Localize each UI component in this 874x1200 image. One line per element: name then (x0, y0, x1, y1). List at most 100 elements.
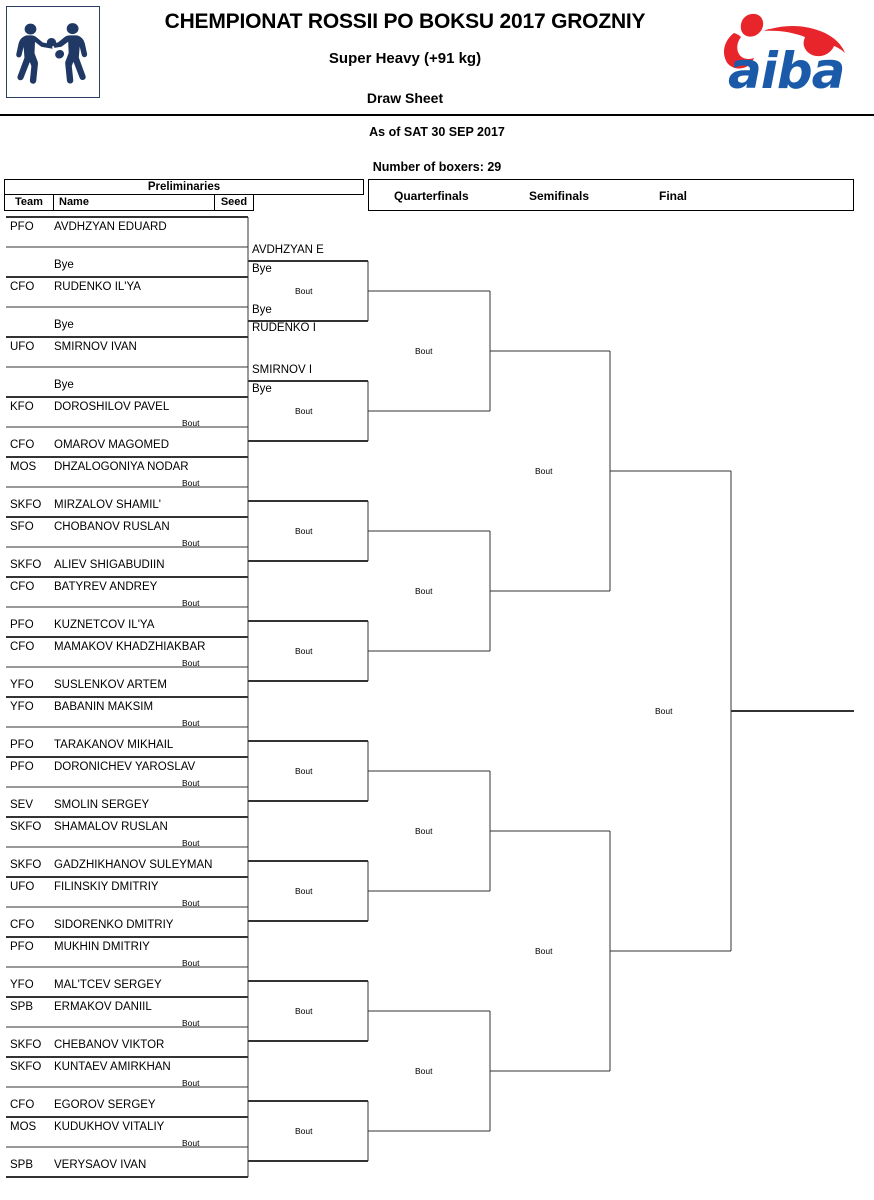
boxers-icon (6, 6, 100, 98)
prelim-team: CFO (10, 919, 35, 931)
prelim-team: PFO (10, 619, 34, 631)
prelim-team: UFO (10, 341, 35, 353)
prelim-name: VERYSAOV IVAN (54, 1159, 147, 1171)
weight-class: Super Heavy (+91 kg) (328, 50, 482, 67)
prelim-team: UFO (10, 881, 35, 893)
quarterfinal-bout-label: Bout (415, 346, 433, 356)
column-header-quarterfinals: Quarterfinals (394, 189, 469, 203)
prelim-team: SKFO (10, 1039, 42, 1051)
preliminaries-subheader-row: Team Name Seed (4, 194, 364, 211)
r16-bye-bottom: Bye (252, 304, 272, 316)
prelim-name: KUNTAEV AMIRKHAN (54, 1061, 171, 1073)
column-header-spacer (253, 194, 364, 211)
semifinal-bout-label: Bout (535, 466, 553, 476)
prelim-team: KFO (10, 401, 34, 413)
prelim-name: KUDUKHOV VITALIY (54, 1121, 165, 1133)
prelim-team: MOS (10, 1121, 37, 1133)
prelim-bout-label: Bout (182, 1078, 200, 1088)
prelim-name: FILINSKIY DMITRIY (54, 881, 159, 893)
prelim-bout-label: Bout (182, 1138, 200, 1148)
prelim-name: GADZHIKHANOV SULEYMAN (54, 859, 213, 871)
prelim-bye: Bye (54, 319, 74, 331)
r16-bout-label: Bout (295, 646, 313, 656)
prelim-team: SEV (10, 799, 34, 811)
prelim-team: CFO (10, 641, 35, 653)
prelim-name: SUSLENKOV ARTEM (54, 679, 167, 691)
prelim-name: SMIRNOV IVAN (54, 341, 137, 353)
prelim-team: YFO (10, 679, 34, 691)
r16-bout-label: Bout (295, 766, 313, 776)
aiba-logo: aiba (704, 8, 864, 100)
prelim-name: CHEBANOV VIKTOR (54, 1039, 165, 1051)
draw-sheet-label: Draw Sheet (366, 90, 444, 106)
prelim-team: PFO (10, 941, 34, 953)
r16-name-avdhzyan: AVDHZYAN E (252, 244, 324, 256)
prelim-name: SHAMALOV RUSLAN (54, 821, 168, 833)
r16-name-smirnov: SMIRNOV I (252, 364, 313, 376)
prelim-team: CFO (10, 281, 35, 293)
prelim-team: SPB (10, 1001, 34, 1013)
prelim-bye: Bye (54, 259, 74, 271)
prelim-name: AVDHZYAN EDUARD (54, 221, 167, 233)
r16-bout-label: Bout (295, 526, 313, 536)
prelim-name: KUZNETCOV IL'YA (54, 619, 155, 631)
prelim-team: PFO (10, 739, 34, 751)
r16-bye-top: Bye (252, 263, 272, 275)
r16-bout-label: Bout (295, 1006, 313, 1016)
prelim-name: SIDORENKO DMITRIY (54, 919, 174, 931)
prelim-name: BATYREV ANDREY (54, 581, 158, 593)
prelim-bout-label: Bout (182, 958, 200, 968)
prelim-team: SKFO (10, 1061, 42, 1073)
r16-name-rudenko: RUDENKO I (252, 322, 316, 334)
prelim-bout-label: Bout (182, 538, 200, 548)
column-header-seed: Seed (214, 194, 254, 211)
column-header-table: Preliminaries Team Name Seed Quarterfina… (4, 179, 854, 211)
prelim-team: SPB (10, 1159, 34, 1171)
prelim-name: DORONICHEV YAROSLAV (54, 761, 196, 773)
prelim-name: MUKHIN DMITRIY (54, 941, 150, 953)
semifinal-bout-label: Bout (535, 946, 553, 956)
prelim-name: RUDENKO IL'YA (54, 281, 141, 293)
prelim-bout-label: Bout (182, 1018, 200, 1028)
prelim-team: YFO (10, 979, 34, 991)
prelim-team: CFO (10, 581, 35, 593)
prelim-name: MAL'TCEV SERGEY (54, 979, 162, 991)
rounds-header: Quarterfinals Semifinals Final (368, 179, 854, 211)
prelim-name: ERMAKOV DANIIL (54, 1001, 152, 1013)
prelim-name: DOROSHILOV PAVEL (54, 401, 170, 413)
prelim-name: TARAKANOV MIKHAIL (54, 739, 174, 751)
prelim-name: SMOLIN SERGEY (54, 799, 150, 811)
quarterfinal-bout-label: Bout (415, 586, 433, 596)
boxers-count: Number of boxers: 29 (372, 160, 502, 174)
prelim-team: PFO (10, 761, 34, 773)
prelim-bout-label: Bout (182, 658, 200, 668)
prelim-team: SKFO (10, 859, 42, 871)
prelim-team: YFO (10, 701, 34, 713)
prelim-team: PFO (10, 221, 34, 233)
prelim-bye: Bye (54, 379, 74, 391)
header-divider (0, 114, 874, 116)
prelim-bout-label: Bout (182, 598, 200, 608)
prelim-bout-label: Bout (182, 838, 200, 848)
r16-bye-smirnov: Bye (252, 383, 272, 395)
svg-text:aiba: aiba (728, 42, 844, 100)
prelim-bout-label: Bout (182, 718, 200, 728)
prelim-bout-label: Bout (182, 478, 200, 488)
prelim-team: SFO (10, 521, 34, 533)
quarterfinal-bout-label: Bout (415, 826, 433, 836)
event-title: CHEMPIONAT ROSSII PO BOKSU 2017 GROZNIY (164, 10, 646, 33)
prelim-team: CFO (10, 1099, 35, 1111)
prelim-name: OMAROV MAGOMED (54, 439, 170, 451)
prelim-team: SKFO (10, 499, 42, 511)
prelim-name: CHOBANOV RUSLAN (54, 521, 170, 533)
prelim-name: EGOROV SERGEY (54, 1099, 156, 1111)
r16-bout-label: Bout (295, 406, 313, 416)
prelim-name: DHZALOGONIYA NODAR (54, 461, 189, 473)
r16-bout-label: Bout (295, 886, 313, 896)
prelim-team: MOS (10, 461, 37, 473)
prelim-bout-label: Bout (182, 778, 200, 788)
prelim-name: ALIEV SHIGABUDIIN (54, 559, 165, 571)
r16-bout-label: Bout (295, 286, 313, 296)
prelim-bout-label: Bout (182, 418, 200, 428)
